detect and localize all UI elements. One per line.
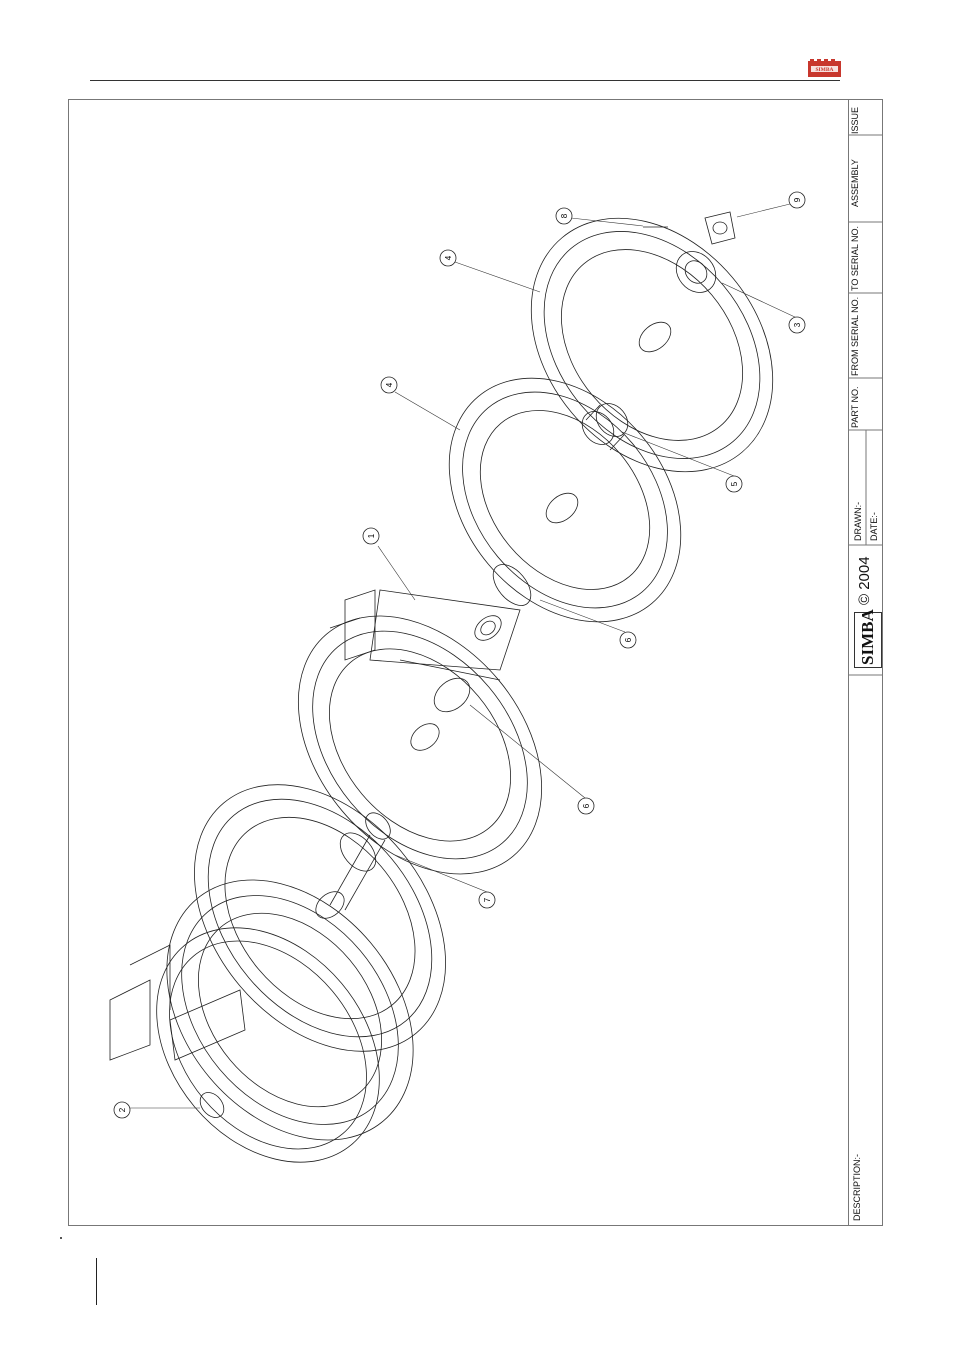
svg-text:2: 2 <box>118 1107 127 1112</box>
callout-2: 2 <box>114 1102 130 1118</box>
callout-1: 1 <box>363 528 379 544</box>
svg-text:7: 7 <box>483 897 492 902</box>
callout-5: 5 <box>726 476 742 492</box>
svg-text:6: 6 <box>624 637 633 642</box>
footer-dot <box>60 1237 62 1239</box>
svg-text:8: 8 <box>560 213 569 218</box>
svg-text:6: 6 <box>582 803 591 808</box>
svg-text:5: 5 <box>730 481 739 486</box>
callout-6-upper: 6 <box>620 632 636 648</box>
callout-7: 7 <box>479 892 495 908</box>
callout-9: 9 <box>789 192 805 208</box>
footer-bar <box>96 1258 97 1305</box>
callout-4-upper: 4 <box>440 250 456 266</box>
svg-text:9: 9 <box>793 197 802 202</box>
svg-text:3: 3 <box>793 322 802 327</box>
svg-text:4: 4 <box>385 382 394 387</box>
svg-text:1: 1 <box>367 533 376 538</box>
callout-4-lower: 4 <box>381 377 397 393</box>
callout-8: 8 <box>556 208 572 224</box>
callout-6-lower: 6 <box>578 798 594 814</box>
callout-3: 3 <box>789 317 805 333</box>
svg-text:4: 4 <box>444 255 453 260</box>
